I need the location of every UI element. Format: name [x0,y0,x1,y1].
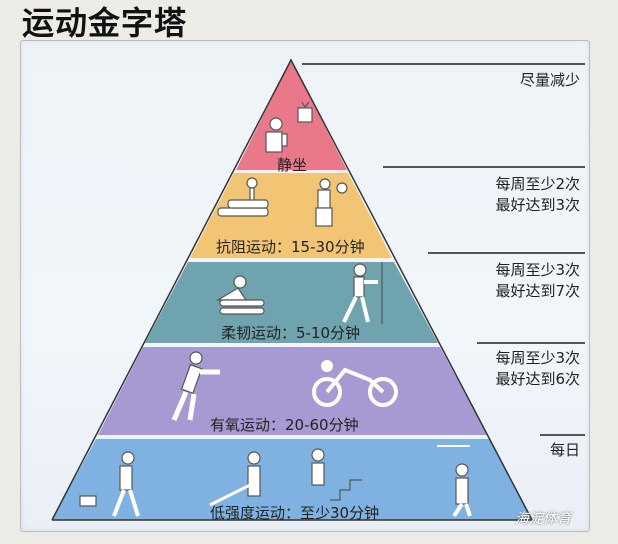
stretching-floor-icon [215,275,265,315]
frequency-aerobic: 每周至少3次 最好达到6次 [495,349,580,388]
bench-press-icon [217,177,269,217]
watermark: 海淀体育 [515,511,571,527]
frequency-flexibility: 每周至少3次 最好达到7次 [495,261,580,300]
dumbbell-curl-icon [315,178,348,227]
layer-label-resistance: 抗阻运动：15-30分钟 [216,238,365,256]
layer-label-low-intensity: 低强度运动：至少30分钟 [210,504,380,522]
layer-resistance [190,173,392,258]
layer-label-sedentary: 静坐 [277,156,308,174]
golf-icon [437,445,472,518]
page-title: 运动金字塔 [22,4,188,42]
sitting-person-icon [265,117,288,153]
layer-label-flexibility: 柔韧运动：5-10分钟 [221,324,361,342]
frequency-low-intensity: 每日 [549,441,580,459]
stair-climbing-icon [311,448,362,501]
layer-label-aerobic: 有氧运动：20-60分钟 [210,416,359,434]
layer-low-intensity [52,439,532,520]
frequency-resistance: 每周至少2次 最好达到3次 [495,175,580,214]
tv-icon [297,101,313,123]
dog-walking-icon [79,451,140,517]
layer-sedentary [236,60,347,170]
cycling-icon [312,360,398,407]
sweeping-icon [209,451,261,507]
running-icon [171,351,220,421]
frequency-sedentary: 尽量减少 [519,71,580,89]
wall-stretch-icon [342,262,383,324]
